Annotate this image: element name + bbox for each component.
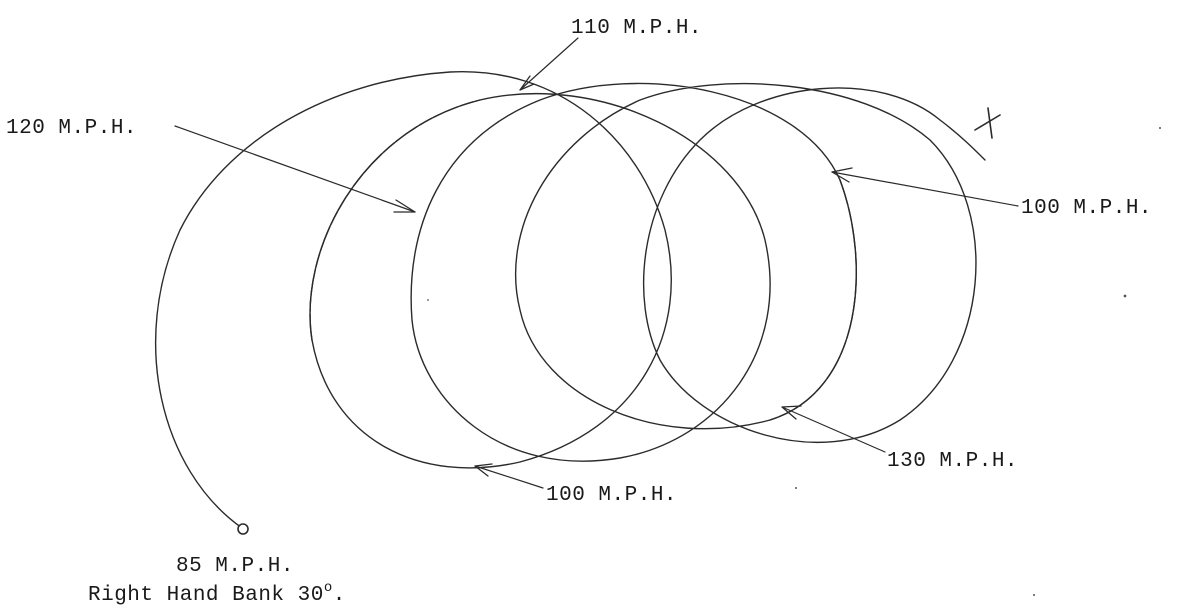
caption-bank-end: . <box>333 584 346 607</box>
flight-path-trace <box>154 71 986 529</box>
speed-label-100-right: 100 M.P.H. <box>1021 197 1152 220</box>
caption-bank-degree: o <box>324 580 333 596</box>
flight-path-overlay <box>769 179 857 421</box>
caption-speed: 85 M.P.H. <box>176 555 294 578</box>
end-point-marker <box>987 107 993 139</box>
scan-speck <box>427 299 429 301</box>
flight-path-overlay <box>309 99 481 341</box>
arrow-head-100-bottom <box>474 463 493 477</box>
arrow-head-110 <box>519 75 535 91</box>
leader-line-120 <box>174 125 416 213</box>
scan-speck <box>1123 294 1127 298</box>
arrow-head-120 <box>393 199 416 213</box>
scan-speck <box>795 487 797 489</box>
end-point-marker <box>974 114 1001 131</box>
leader-line-100-bottom <box>474 465 544 489</box>
speed-label-120: 120 M.P.H. <box>6 117 137 140</box>
speed-label-130: 130 M.P.H. <box>887 450 1018 473</box>
scan-speck <box>1033 594 1035 596</box>
caption-bank: Right Hand Bank 30o. <box>88 580 346 607</box>
speed-label-110: 110 M.P.H. <box>571 17 702 40</box>
arrow-head-100-right <box>831 167 853 183</box>
start-point-marker <box>237 523 249 535</box>
leader-line-110 <box>519 37 579 91</box>
leader-line-100-right <box>831 171 1019 207</box>
speed-label-100-bottom: 100 M.P.H. <box>546 484 677 507</box>
leader-line-130 <box>781 406 886 453</box>
caption-bank-text: Right Hand Bank 30 <box>88 584 324 607</box>
arrow-head-130 <box>781 405 802 420</box>
scan-speck <box>1159 127 1161 129</box>
